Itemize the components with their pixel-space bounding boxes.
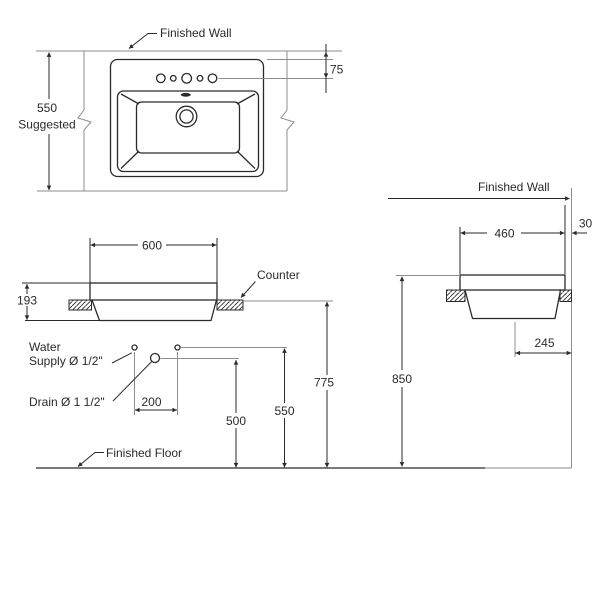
drain-leader xyxy=(112,361,152,402)
sink-front-bowl xyxy=(91,299,218,322)
finished-floor-leader-arrow xyxy=(77,452,104,467)
side-finished-wall-label: Finished Wall xyxy=(478,180,550,194)
counter-leader-arrow xyxy=(240,281,256,298)
side-counter-hatch-left xyxy=(446,289,466,302)
svg-text:550: 550 xyxy=(274,404,294,418)
dim-front-193: 193 xyxy=(17,282,99,321)
drain-point xyxy=(149,352,161,364)
basin-top xyxy=(116,90,260,173)
top-finished-wall-leader-arrow xyxy=(128,33,157,49)
sink-front-rim xyxy=(89,282,218,301)
dim-top-75: 75 xyxy=(218,44,344,93)
svg-text:775: 775 xyxy=(314,376,334,390)
svg-text:600: 600 xyxy=(142,239,162,253)
sink-side-bowl xyxy=(464,289,562,320)
svg-text:193: 193 xyxy=(17,294,37,308)
counter-hatch-left xyxy=(68,299,92,311)
dim-front-550: 550 xyxy=(274,348,295,468)
svg-text:200: 200 xyxy=(141,395,161,409)
break-symbol-left xyxy=(77,109,92,131)
sink-side-rim xyxy=(459,274,566,291)
svg-text:460: 460 xyxy=(494,227,514,241)
svg-text:500: 500 xyxy=(226,414,246,428)
overflow-slot xyxy=(180,92,191,97)
water-supply-point-left xyxy=(131,344,138,351)
drain-top xyxy=(175,105,198,128)
side-view: Finished Wall 460 30 245 xyxy=(388,180,592,468)
svg-text:245: 245 xyxy=(534,336,554,350)
svg-text:75: 75 xyxy=(330,63,344,77)
finished-floor-label: Finished Floor xyxy=(106,446,182,460)
dim-side-30: 30 xyxy=(571,217,593,236)
counter-label: Counter xyxy=(257,268,300,282)
top-counter-outline xyxy=(37,51,295,192)
dim-front-775: 775 xyxy=(314,301,334,468)
svg-text:Suggested: Suggested xyxy=(18,118,75,132)
water-supply-label-2: Supply Ø 1/2" xyxy=(29,354,103,368)
dim-top-550-suggested: 550 Suggested xyxy=(18,52,76,191)
top-finished-wall-label: Finished Wall xyxy=(160,26,232,40)
side-counter-hatch-right xyxy=(559,289,572,302)
dim-side-460: 460 xyxy=(459,205,566,274)
top-view: Finished Wall 550 Suggested 75 xyxy=(18,26,344,192)
dim-front-200: 200 xyxy=(134,395,178,413)
water-supply-point-right xyxy=(174,344,181,351)
svg-text:550: 550 xyxy=(37,101,57,115)
faucet-holes xyxy=(155,72,218,84)
counter-hatch-right xyxy=(216,299,244,311)
drain-label: Drain Ø 1 1/2" xyxy=(29,395,105,409)
water-supply-leader xyxy=(111,352,133,364)
svg-text:30: 30 xyxy=(579,217,593,231)
dim-side-850: 850 xyxy=(392,276,412,467)
water-supply-label-1: Water xyxy=(29,340,61,354)
svg-text:850: 850 xyxy=(392,372,412,386)
break-symbol-right xyxy=(280,109,295,131)
dim-front-600: 600 xyxy=(89,238,218,283)
front-view: 600 Counter 193 Water Supply Ø 1/2" xyxy=(17,238,572,469)
dim-side-245: 245 xyxy=(514,322,572,357)
dim-front-500: 500 xyxy=(226,359,246,468)
